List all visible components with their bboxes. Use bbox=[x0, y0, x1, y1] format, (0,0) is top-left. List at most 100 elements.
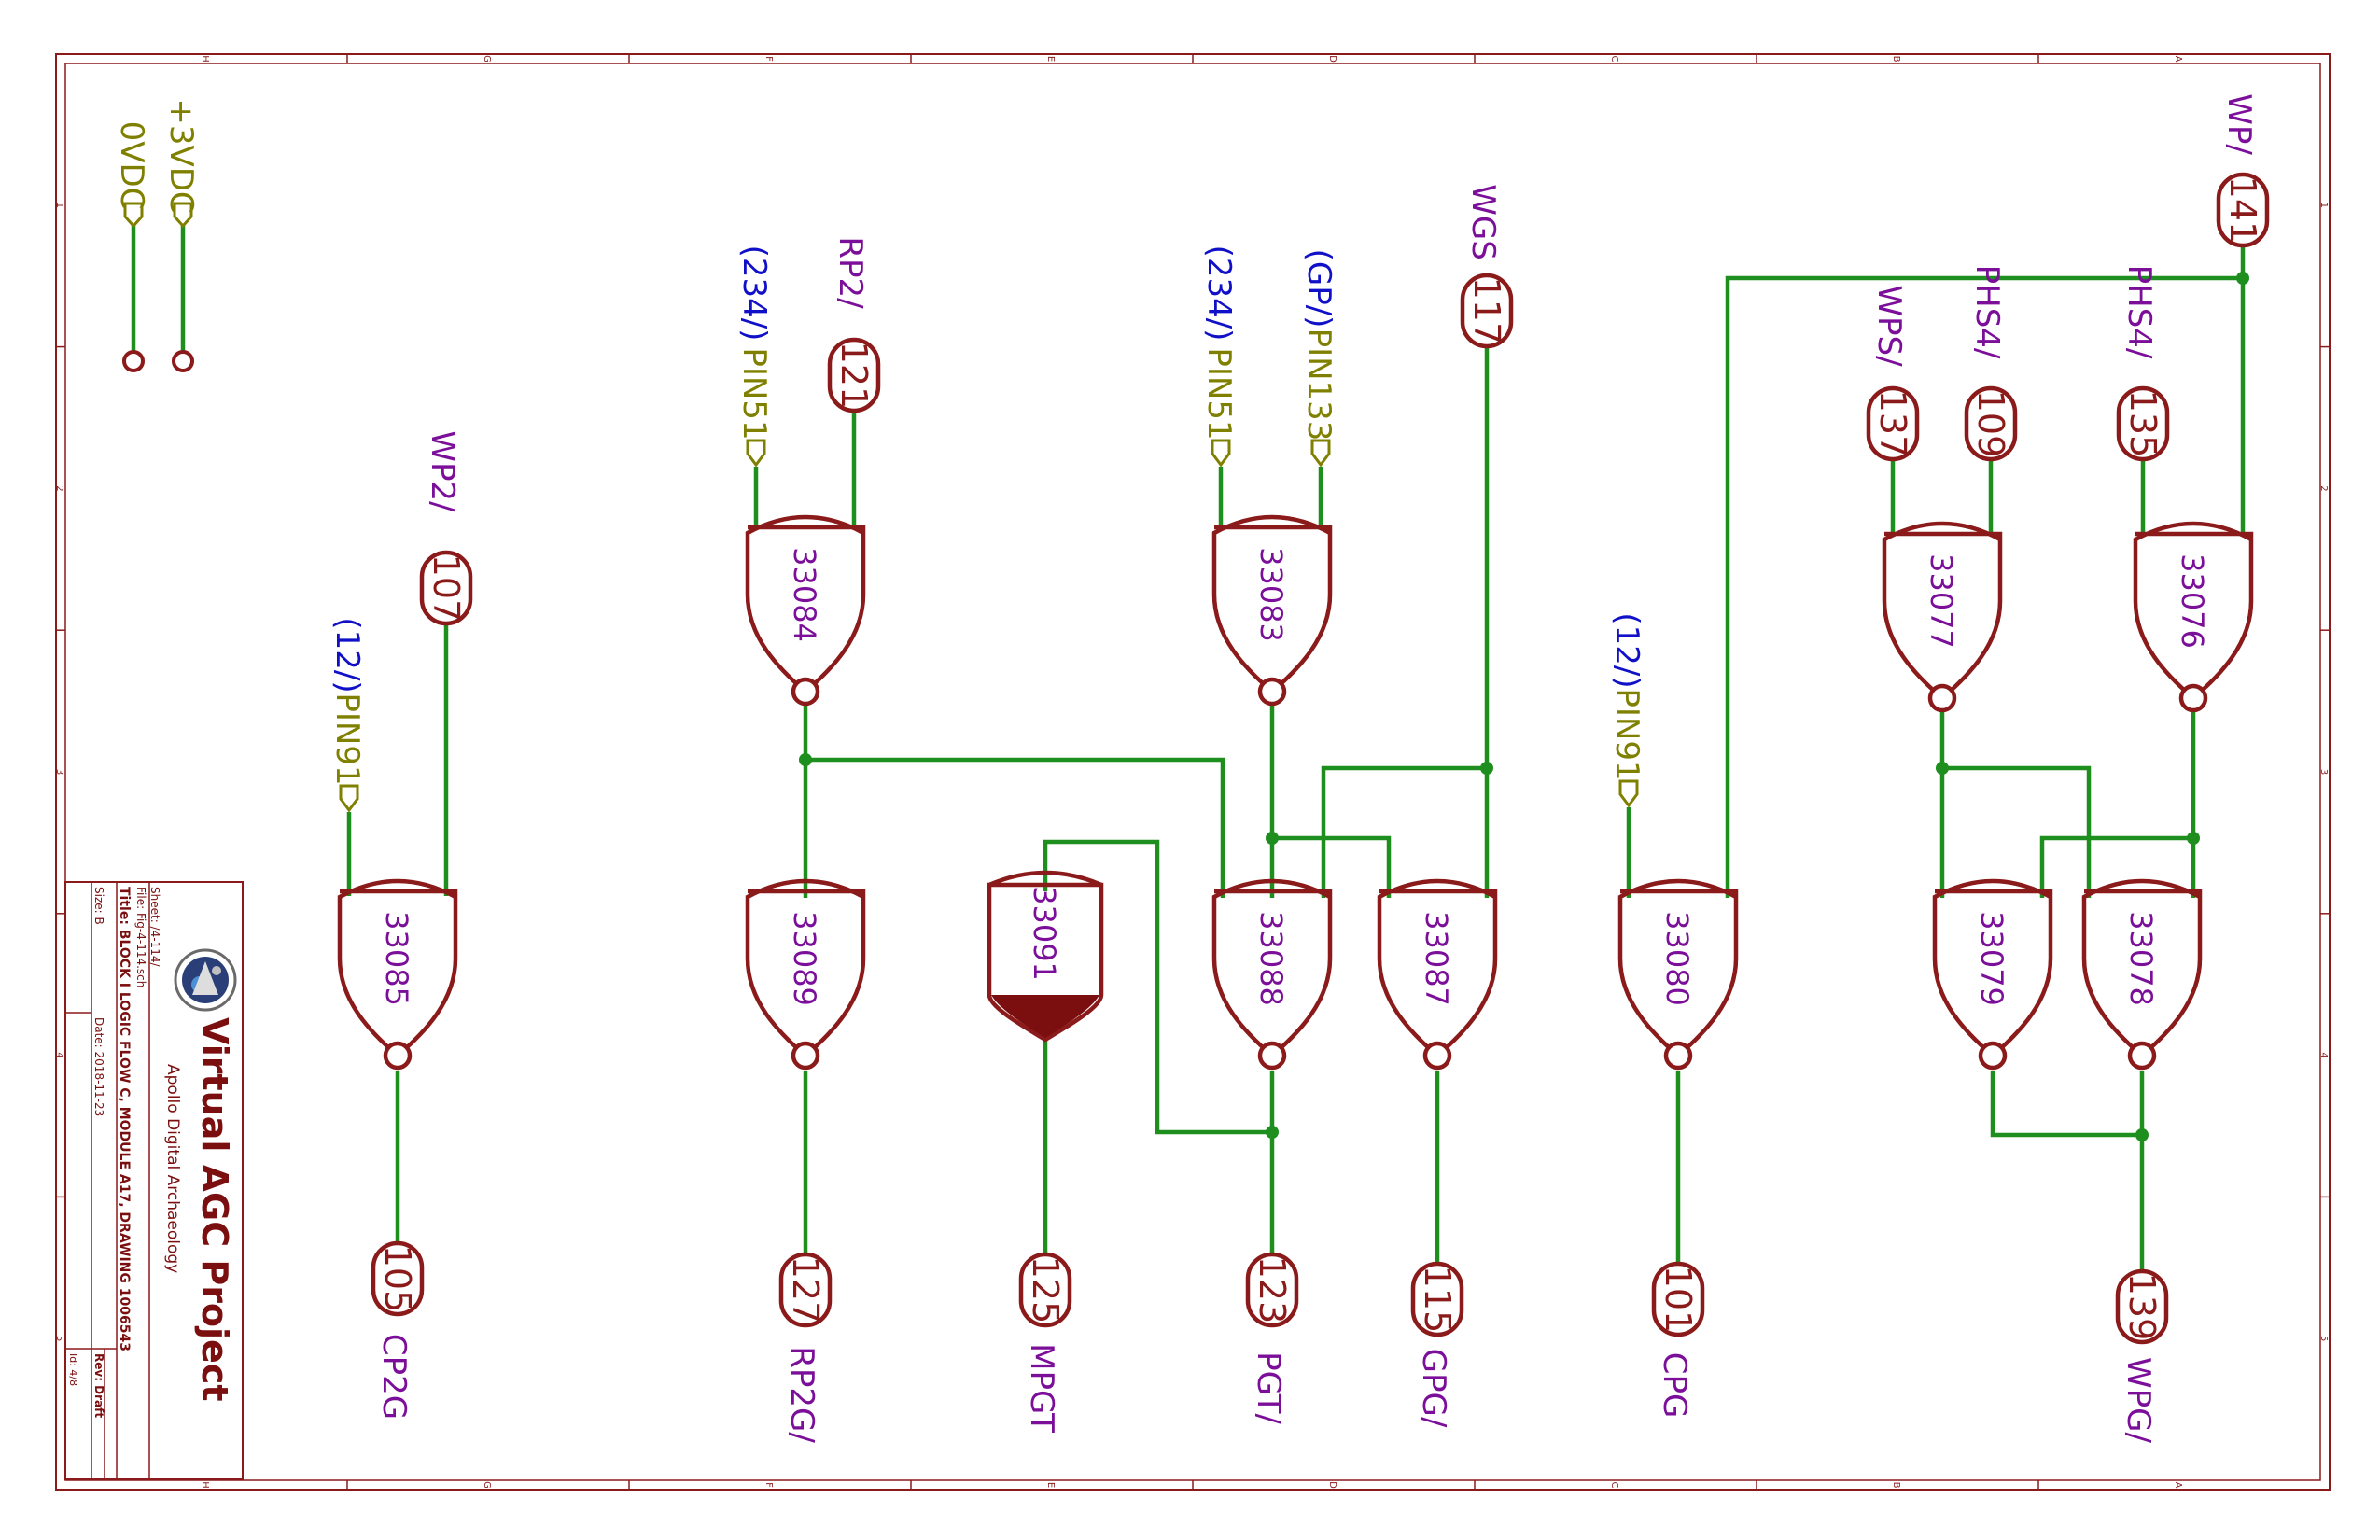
zone-letter-top: F bbox=[763, 56, 774, 62]
id-field: Id: 4/8 bbox=[67, 1353, 79, 1386]
svg-text:127: 127 bbox=[785, 1256, 826, 1324]
zone-letter-top: A bbox=[2173, 56, 2183, 63]
svg-text:139: 139 bbox=[2121, 1273, 2163, 1341]
ref-234-pin51-b: PIN51 (234/) bbox=[1200, 245, 1238, 468]
pin-105: 105 CP2G bbox=[371, 1240, 425, 1420]
pin-label: WGS bbox=[1464, 184, 1502, 260]
gate-33088: 33088 bbox=[1214, 881, 1330, 1071]
gate-33085: 33085 bbox=[340, 881, 455, 1071]
svg-text:PIN51: PIN51 bbox=[1200, 347, 1238, 440]
svg-text:PIN91: PIN91 bbox=[329, 693, 366, 785]
zone-letter-bottom: E bbox=[1045, 1482, 1056, 1488]
svg-text:PIN51: PIN51 bbox=[735, 347, 773, 440]
pin-label: WP2/ bbox=[424, 430, 461, 512]
pin-label: WPS/ bbox=[1870, 285, 1908, 367]
gate-label: 33076 bbox=[2175, 553, 2210, 649]
pin-117: 117 WGS bbox=[1460, 184, 1514, 349]
pin-101: 101 CPG bbox=[1651, 1261, 1705, 1419]
zone-number-left: 4 bbox=[54, 1052, 64, 1057]
svg-text:101: 101 bbox=[1658, 1266, 1699, 1334]
pin-label: PHS4/ bbox=[1968, 265, 2006, 359]
pin-127: 127 RP2G/ bbox=[778, 1252, 833, 1443]
zone-number-left: 3 bbox=[54, 769, 64, 775]
gate-label: 33077 bbox=[1924, 553, 1959, 649]
pin-109: 109 PHS4/ bbox=[1964, 265, 2018, 462]
svg-text:(12/): (12/) bbox=[1608, 612, 1645, 688]
pin-137: 137 WPS/ bbox=[1866, 285, 1920, 462]
gate-33083: 33083 bbox=[1214, 517, 1330, 707]
zone-letter-bottom: H bbox=[200, 1481, 210, 1489]
gate-33077: 33077 bbox=[1884, 524, 2000, 713]
zone-letter-bottom: C bbox=[1609, 1482, 1619, 1489]
gate-33089: 33089 bbox=[748, 881, 863, 1071]
zone-letter-bottom: B bbox=[1891, 1482, 1901, 1489]
size-field: Size: B bbox=[92, 887, 105, 925]
gate-33084: 33084 bbox=[748, 517, 863, 707]
zone-number-right: 3 bbox=[2318, 769, 2329, 775]
zone-number-right: 1 bbox=[2318, 203, 2329, 208]
gate-label: 33091 bbox=[1027, 886, 1062, 981]
gate-label: 33089 bbox=[787, 911, 822, 1006]
gate-label: 33084 bbox=[787, 547, 822, 642]
pin-label: GPG/ bbox=[1415, 1349, 1452, 1428]
zone-number-right: 5 bbox=[2318, 1336, 2329, 1341]
zone-number-left: 2 bbox=[54, 485, 64, 491]
pin-121: 121 RP2/ bbox=[827, 236, 881, 413]
zone-letter-top: B bbox=[1891, 56, 1901, 63]
gate-label: 33085 bbox=[379, 911, 414, 1006]
zone-letter-top: E bbox=[1045, 56, 1056, 62]
gate-label: 33080 bbox=[1659, 911, 1695, 1006]
gate-label: 33078 bbox=[2123, 911, 2159, 1006]
svg-text:135: 135 bbox=[2122, 390, 2163, 458]
gate-33091: 33091 bbox=[987, 870, 1104, 1043]
gate-33076: 33076 bbox=[2135, 524, 2251, 713]
gate-label: 33079 bbox=[1974, 911, 2009, 1006]
power-plus-3vdc: +3VDC bbox=[162, 98, 200, 372]
sheet-name: Sheet: /4-114/ bbox=[148, 887, 161, 967]
svg-text:+3VDC: +3VDC bbox=[162, 98, 200, 213]
gate-33078: 33078 bbox=[2084, 881, 2200, 1071]
svg-text:PIN133: PIN133 bbox=[1300, 329, 1337, 441]
svg-text:(234/): (234/) bbox=[1200, 245, 1238, 342]
pin-label: MPGT bbox=[1023, 1343, 1060, 1433]
svg-text:141: 141 bbox=[2222, 176, 2263, 245]
gate-33087: 33087 bbox=[1379, 881, 1495, 1071]
project-title: Virtual AGC Project bbox=[194, 1017, 235, 1402]
pin-label: CPG bbox=[1656, 1352, 1693, 1419]
wires bbox=[131, 224, 2246, 1271]
svg-text:123: 123 bbox=[1252, 1256, 1293, 1324]
svg-text:107: 107 bbox=[426, 554, 467, 623]
junctions bbox=[799, 272, 2249, 1141]
pin-label: PGT/ bbox=[1250, 1351, 1287, 1424]
ref-12-pin91-b: PIN91 (12/) bbox=[1608, 612, 1645, 808]
pin-label: WP/ bbox=[2220, 93, 2258, 155]
svg-text:137: 137 bbox=[1872, 390, 1913, 458]
svg-text:(234/): (234/) bbox=[735, 245, 773, 342]
gate-33079: 33079 bbox=[1935, 881, 2051, 1071]
ref-gp-pin133: PIN133 (GP/) bbox=[1300, 249, 1337, 468]
zone-letter-bottom: D bbox=[1327, 1481, 1337, 1489]
pin-123: 123 PGT/ bbox=[1245, 1252, 1299, 1424]
pin-125: 125 MPGT bbox=[1018, 1252, 1072, 1433]
gate-label: 33083 bbox=[1253, 547, 1289, 642]
svg-text:105: 105 bbox=[377, 1245, 418, 1313]
pin-115: 115 GPG/ bbox=[1410, 1261, 1464, 1428]
title-block: Virtual AGC Project Apollo Digital Archa… bbox=[64, 881, 244, 1480]
zone-number-right: 4 bbox=[2318, 1052, 2329, 1057]
zone-letter-top: C bbox=[1609, 56, 1619, 63]
svg-text:121: 121 bbox=[833, 342, 875, 410]
zone-number-left: 1 bbox=[54, 203, 64, 208]
gate-33080: 33080 bbox=[1620, 881, 1736, 1071]
ref-12-pin91-a: PIN91 (12/) bbox=[329, 617, 366, 813]
drawing-title: Title: BLOCK I LOGIC FLOW C, MODULE A17,… bbox=[117, 887, 132, 1351]
pin-label: RP2/ bbox=[832, 236, 869, 309]
pin-107: 107 WP2/ bbox=[419, 430, 473, 626]
rev-field: Rev: Draft bbox=[92, 1353, 105, 1418]
svg-text:0VDC: 0VDC bbox=[113, 121, 150, 210]
org-name: Apollo Digital Archaeology bbox=[163, 1064, 182, 1273]
zone-letter-bottom: A bbox=[2173, 1482, 2183, 1489]
svg-text:(GP/): (GP/) bbox=[1300, 249, 1337, 329]
gate-label: 33087 bbox=[1419, 911, 1454, 1006]
